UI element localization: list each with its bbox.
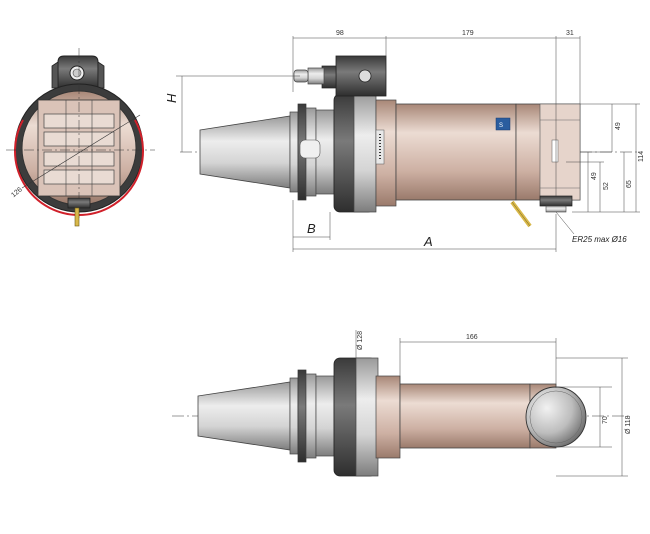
end-view: 126 xyxy=(6,48,155,227)
side-view: S 98 179 31 H B A xyxy=(164,30,645,252)
dim-179: 179 xyxy=(462,30,474,37)
dim-98: 98 xyxy=(336,30,344,37)
taper-shank xyxy=(199,115,291,189)
top-view: Ø 128 166 70 Ø 118 xyxy=(172,330,632,477)
dim-70: 70 xyxy=(602,416,609,424)
coolant-nozzle xyxy=(74,207,80,227)
dim-166: 166 xyxy=(466,334,478,341)
dim-H: H xyxy=(164,93,179,103)
dim-A: A xyxy=(423,234,433,249)
dim-65: 65 xyxy=(626,180,633,188)
svg-text:S: S xyxy=(499,123,503,129)
dim-B: B xyxy=(307,221,316,236)
dim-49-lower: 49 xyxy=(591,172,598,180)
collet-note: ER25 max Ø16 xyxy=(572,235,627,244)
dim-52: 52 xyxy=(603,182,610,190)
dim-126: 126 xyxy=(10,186,24,199)
dim-31: 31 xyxy=(566,30,574,37)
dim-diameter-128: Ø 128 xyxy=(357,331,364,350)
dim-49-upper: 49 xyxy=(615,122,622,130)
spindle-head xyxy=(525,386,587,448)
dim-diameter-118: Ø 118 xyxy=(625,415,632,434)
dim-114: 114 xyxy=(638,151,645,162)
brand-logo xyxy=(495,117,511,131)
